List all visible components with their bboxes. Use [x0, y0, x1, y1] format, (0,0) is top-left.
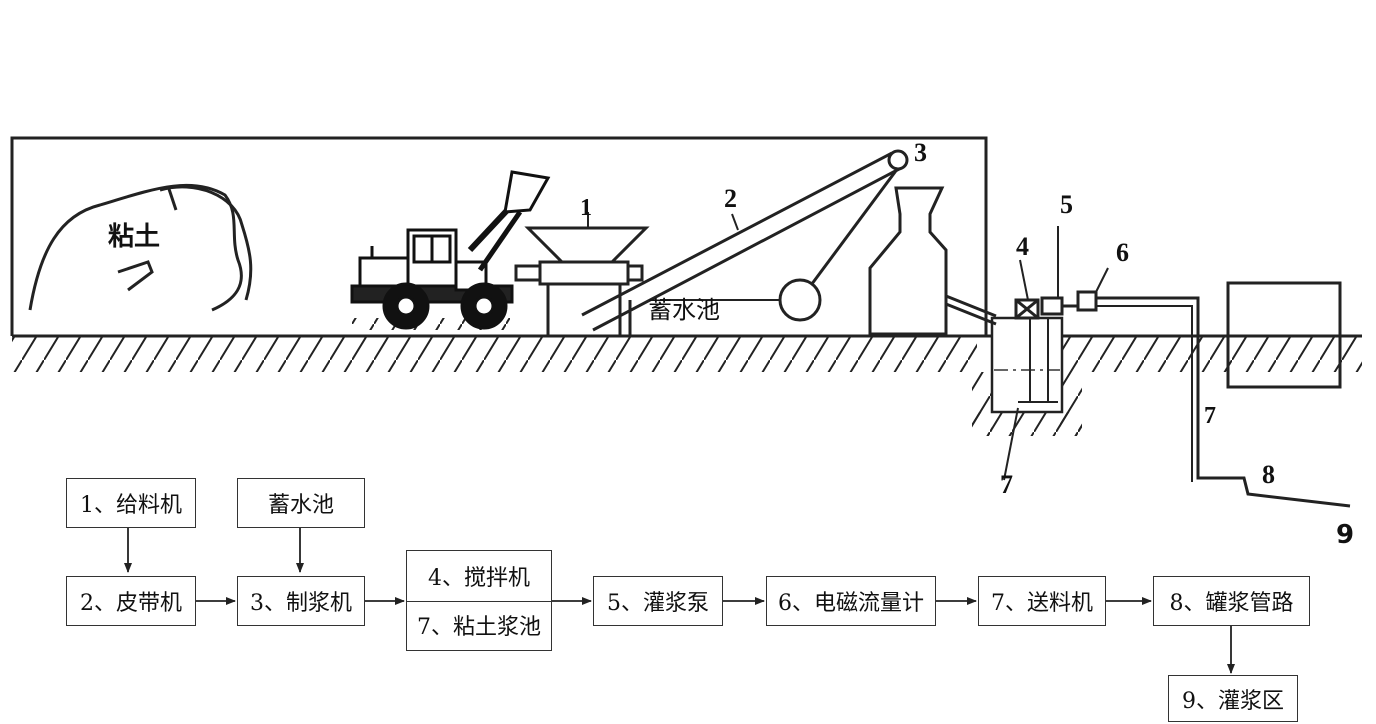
flow-pipeline-label: 8、罐浆管路: [1169, 591, 1294, 616]
flow-grout-area: 9、灌浆区: [1168, 675, 1298, 722]
flow-grout-pump-label: 5、灌浆泵: [607, 591, 709, 616]
flow-feeder: 1、给料机: [66, 478, 196, 528]
number-3: 3: [914, 138, 927, 167]
number-7-pipe: 7: [1204, 403, 1216, 429]
number-7-pit: 7: [1000, 470, 1013, 499]
building-outline: [10, 136, 988, 336]
flow-slurry-machine-label: 3、制浆机: [250, 591, 352, 616]
number-4: 4: [1016, 232, 1029, 261]
flow-belt-conveyor-label: 2、皮带机: [80, 591, 182, 616]
flow-clay-pool-label: 7、粘土浆池: [417, 615, 541, 641]
flow-feeder-label: 1、给料机: [80, 493, 182, 518]
flow-reservoir: 蓄水池: [237, 478, 365, 528]
flow-flowmeter: 6、电磁流量计: [766, 576, 936, 626]
flow-feed-machine-label: 7、送料机: [991, 591, 1093, 616]
flow-mixer: 4、搅拌机: [407, 551, 551, 602]
flow-feed-machine: 7、送料机: [978, 576, 1106, 626]
number-6: 6: [1116, 238, 1129, 267]
flow-arrows: [124, 528, 1235, 674]
clay-slurry-pit: [972, 316, 1082, 436]
number-1: 1: [580, 195, 592, 221]
flow-reservoir-label: 蓄水池: [267, 493, 334, 518]
ground: [12, 334, 1362, 372]
feeder-machine: [514, 212, 650, 336]
number-9: 9: [1336, 520, 1355, 550]
slurry-machine: [868, 186, 997, 336]
belt-conveyor: [581, 149, 909, 336]
reservoir-label: 蓄水池: [648, 296, 720, 324]
flow-mixer-label: 4、搅拌机: [428, 565, 530, 591]
number-8: 8: [1262, 460, 1275, 489]
flow-mixer-pool: 4、搅拌机 7、粘土浆池: [406, 550, 552, 651]
number-5: 5: [1060, 190, 1073, 219]
flow-pipeline: 8、罐浆管路: [1153, 576, 1310, 626]
clay-label: 粘土: [108, 222, 161, 252]
pump-and-pipeline: [1003, 226, 1351, 508]
flow-clay-pool: 7、粘土浆池: [407, 601, 551, 651]
flow-grout-area-label: 9、灌浆区: [1182, 688, 1284, 714]
flow-belt-conveyor: 2、皮带机: [66, 576, 196, 626]
clay-pile: [28, 183, 253, 312]
flow-slurry-machine: 3、制浆机: [237, 576, 365, 626]
flow-grout-pump: 5、灌浆泵: [593, 576, 723, 626]
number-2: 2: [724, 184, 737, 213]
wheel-loader: [350, 170, 551, 330]
flow-flowmeter-label: 6、电磁流量计: [778, 591, 924, 616]
